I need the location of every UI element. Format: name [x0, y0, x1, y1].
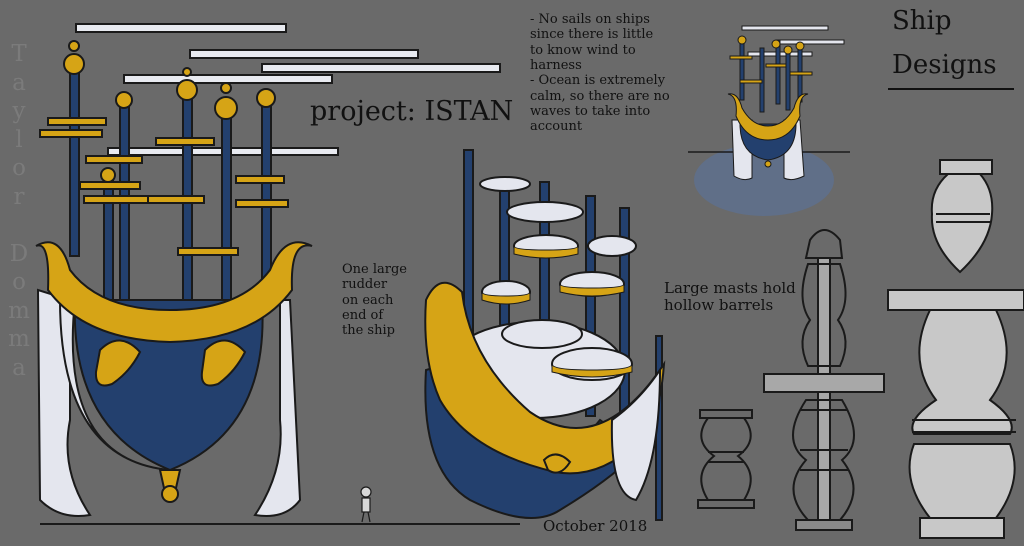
- scale-figure: [360, 486, 372, 523]
- small-water-view-ship: [688, 25, 850, 216]
- title-underline: [888, 88, 1014, 90]
- masts-note: Large masts hold hollow barrels: [664, 279, 796, 315]
- front-view-ship: [35, 23, 520, 525]
- project-label: project: ISTAN: [310, 96, 514, 127]
- three-quarter-view-ship: [424, 149, 666, 521]
- small-barrel-study: [697, 409, 755, 509]
- title-ship: Ship: [892, 6, 952, 36]
- title-designs: Designs: [892, 50, 997, 80]
- design-notes: - No sails on ships since there is littl…: [530, 12, 670, 135]
- medium-barrel-study: [763, 229, 885, 531]
- date-label: October 2018: [543, 517, 648, 535]
- artist-watermark: T a y l o r D o m m a: [8, 41, 30, 381]
- rudder-note: One large rudder on each end of the ship: [342, 262, 407, 339]
- large-barrel-study: [887, 159, 1024, 539]
